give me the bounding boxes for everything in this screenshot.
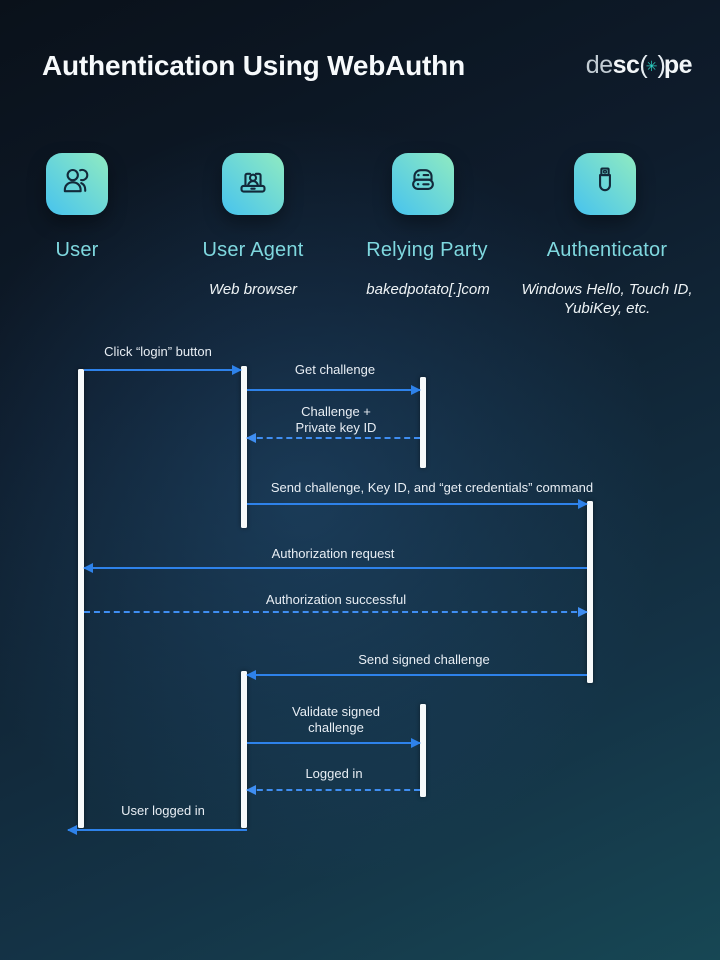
actor-tile-user [46, 153, 108, 215]
lifeline-relying-party-1 [420, 377, 426, 468]
message-label-validate-signed: Validate signed challenge [292, 704, 380, 735]
arrow-validate-signed-challenge [247, 738, 421, 748]
page-title: Authentication Using WebAuthn [42, 50, 465, 81]
message-label-authorization-success: Authorization successful [265, 592, 407, 607]
actor-label-relying-party: Relying Party [366, 239, 488, 261]
arrowhead-left-icon [83, 563, 93, 573]
arrow-click-login [84, 365, 242, 375]
actor-subtitle-relying-party: bakedpotato[.]com [366, 281, 490, 298]
logo-text-de: de [585, 51, 613, 79]
arrow-challenge-key-id [246, 433, 420, 443]
arrowhead-left-icon [246, 785, 256, 795]
arrow-line [247, 742, 420, 744]
arrow-line [68, 829, 247, 831]
message-label-get-challenge: Get challenge [294, 362, 376, 377]
message-label-authorization-request: Authorization request [271, 546, 395, 561]
message-label-user-logged-in: User logged in [121, 803, 205, 818]
message-label-logged-in: Logged in [305, 766, 363, 781]
logo-asterisk-icon: ✳ [645, 57, 658, 74]
arrow-authorization-request [83, 563, 587, 573]
arrowhead-left-icon [67, 825, 77, 835]
logo-text-pe: pe [663, 51, 693, 79]
arrow-line [247, 789, 420, 791]
laptop-user-icon [232, 161, 274, 208]
usb-key-icon [584, 161, 626, 208]
lifeline-user-agent-1 [241, 366, 247, 528]
message-label-challenge-key-id: Challenge + Private key ID [295, 404, 377, 435]
arrowhead-right-icon [232, 365, 242, 375]
arrow-authorization-successful [84, 607, 588, 617]
users-icon [56, 161, 98, 208]
arrow-logged-in [246, 785, 420, 795]
lifeline-authenticator [587, 501, 593, 683]
arrow-get-challenge [247, 385, 421, 395]
actor-tile-user-agent [222, 153, 284, 215]
lifeline-relying-party-2 [420, 704, 426, 797]
server-icon [402, 161, 444, 208]
arrowhead-right-icon [578, 499, 588, 509]
arrow-send-signed-challenge [246, 670, 587, 680]
arrowhead-right-icon [578, 607, 588, 617]
message-label-click-login: Click “login” button [104, 344, 212, 359]
lifeline-user-agent-2 [241, 671, 247, 828]
actor-tile-authenticator [574, 153, 636, 215]
message-label-send-challenge: Send challenge, Key ID, and “get credent… [270, 480, 594, 495]
actor-tile-relying-party [392, 153, 454, 215]
actor-label-user: User [55, 239, 99, 261]
arrowhead-left-icon [246, 670, 256, 680]
actor-subtitle-authenticator: Windows Hello, Touch ID, YubiKey, etc. [521, 281, 693, 317]
arrowhead-left-icon [246, 433, 256, 443]
logo-text-sc: sc [612, 51, 640, 79]
arrow-line [247, 674, 587, 676]
arrow-line [247, 503, 587, 505]
logo-paren-open: ( [639, 51, 647, 79]
arrow-line [247, 437, 420, 439]
arrow-line [84, 369, 241, 371]
arrow-line [84, 611, 587, 613]
arrowhead-right-icon [411, 385, 421, 395]
arrow-line [84, 567, 587, 569]
actor-label-authenticator: Authenticator [546, 239, 668, 261]
actor-label-user-agent: User Agent [202, 239, 304, 261]
arrow-user-logged-in [67, 825, 247, 835]
arrow-line [247, 389, 420, 391]
actor-subtitle-user-agent: Web browser [208, 281, 298, 298]
lifeline-user [78, 369, 84, 828]
arrow-send-challenge [247, 499, 588, 509]
message-label-send-signed-challenge: Send signed challenge [358, 652, 490, 667]
arrowhead-right-icon [411, 738, 421, 748]
logo-paren-close: ) [657, 51, 665, 79]
